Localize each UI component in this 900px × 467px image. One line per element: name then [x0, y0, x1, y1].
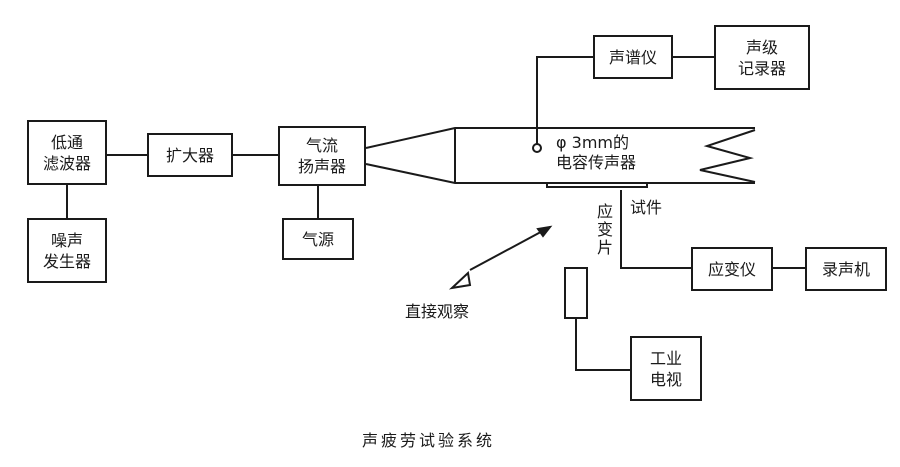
strain-gauge-label: 应 变 片 — [596, 202, 613, 257]
amplifier-box: 扩大器 — [147, 133, 233, 177]
airflow-speaker-label: 气流 扬声器 — [297, 136, 346, 176]
duct-end-zigzag — [699, 129, 756, 183]
microphone-label: φ 3mm的 电容传声器 — [556, 133, 637, 172]
observation-arrow — [469, 226, 551, 271]
level-recorder-label: 声级 记录器 — [737, 37, 786, 78]
figure-caption: 声疲劳试验系统 — [362, 431, 496, 450]
strain-meter-box: 应变仪 — [691, 247, 773, 291]
spectrum-analyzer-label: 声谱仪 — [608, 47, 657, 67]
camera — [564, 267, 588, 319]
air-source-label: 气源 — [301, 229, 334, 249]
industrial-tv-box: 工业 电视 — [630, 336, 702, 401]
direct-observation-label: 直接观察 — [405, 302, 470, 321]
microphone-symbol — [532, 143, 542, 153]
level-recorder-box: 声级 记录器 — [714, 25, 810, 90]
amplifier-label: 扩大器 — [165, 145, 214, 165]
strain-meter-label: 应变仪 — [707, 259, 756, 279]
lowpass-filter-label: 低通 滤波器 — [42, 132, 91, 173]
specimen-label: 试件 — [630, 198, 663, 217]
industrial-tv-label: 工业 电视 — [649, 348, 682, 389]
airflow-speaker-box: 气流 扬声器 — [278, 126, 366, 186]
air-source-box: 气源 — [282, 218, 354, 260]
tape-recorder-label: 录声机 — [821, 259, 870, 279]
specimen-plate — [546, 182, 648, 188]
noise-generator-box: 噪声 发生器 — [27, 218, 107, 283]
lowpass-filter-box: 低通 滤波器 — [27, 120, 107, 185]
eye-symbol — [448, 270, 472, 290]
tape-recorder-box: 录声机 — [805, 247, 887, 291]
noise-generator-label: 噪声 发生器 — [42, 230, 91, 271]
spectrum-analyzer-box: 声谱仪 — [593, 35, 673, 79]
